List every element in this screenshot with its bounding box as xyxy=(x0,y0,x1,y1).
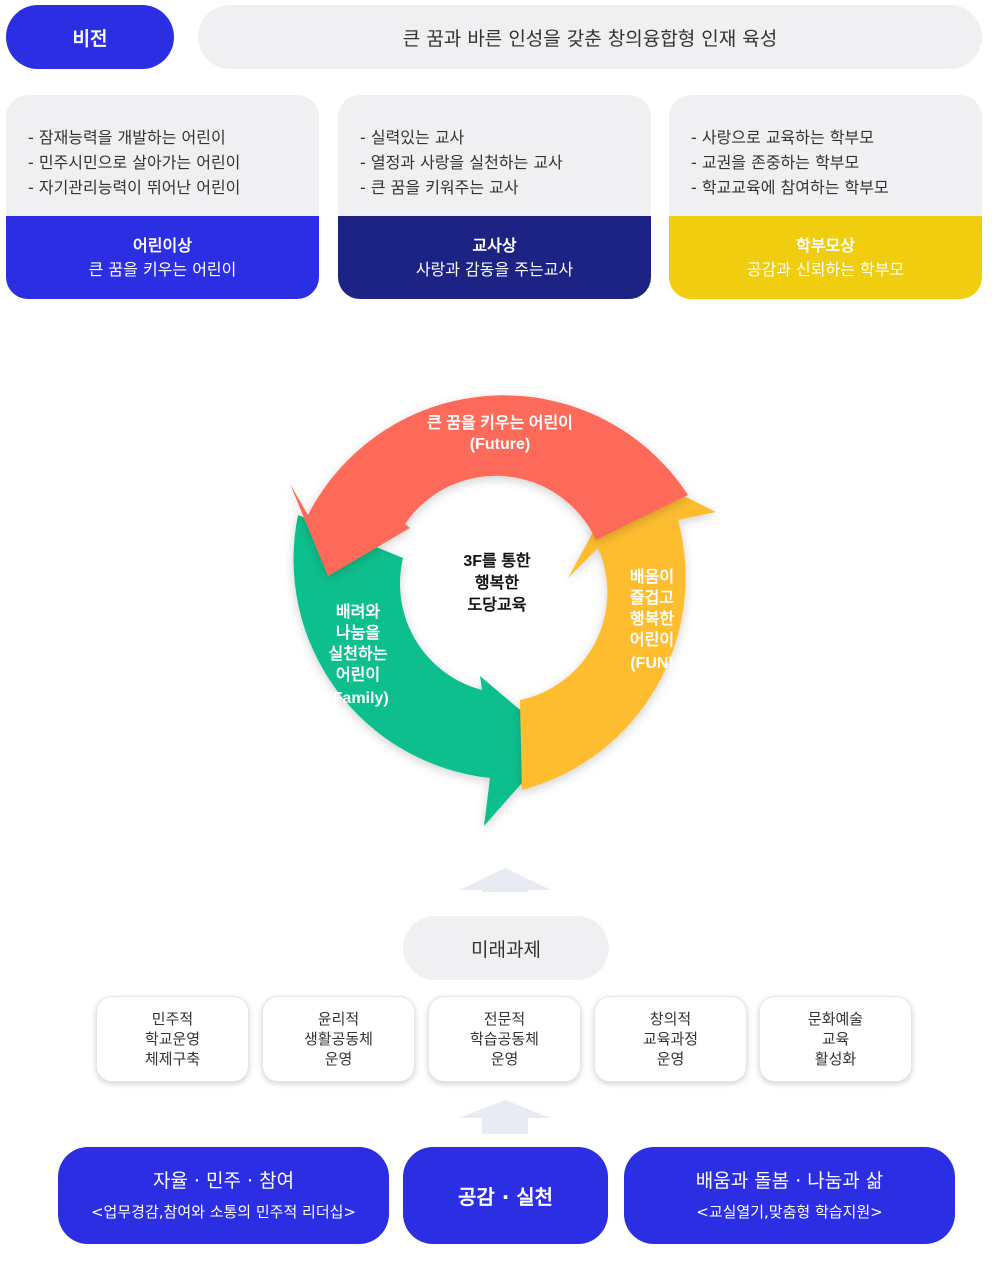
center-label-line: 도당교육 xyxy=(468,596,527,614)
task-line: 전문적 xyxy=(483,1010,526,1028)
family-label-line: (Family) xyxy=(327,690,388,707)
center-label-line: 3F를 통한 xyxy=(463,551,531,570)
task-line: 교육 xyxy=(821,1030,850,1048)
list-item: - 사랑으로 교육하는 학부모 xyxy=(691,128,874,147)
card-student-list: - 잠재능력을 개발하는 어린이 - 민주시민으로 살아가는 어린이 - 자기관… xyxy=(6,95,319,216)
future-label-line: 큰 꿈을 키우는 어린이 xyxy=(427,414,573,432)
list-item: - 큰 꿈을 키워주는 교사 xyxy=(360,178,519,197)
fun-label-line: 행복한 xyxy=(630,609,674,628)
foundation-center-main: 공감 · 실천 xyxy=(457,1185,554,1209)
vision-statement: 큰 꿈과 바른 인성을 갖춘 창의융합형 인재 육성 xyxy=(198,5,982,69)
card-teacher-list: - 실력있는 교사 - 열정과 사랑을 실천하는 교사 - 큰 꿈을 키워주는 … xyxy=(338,95,651,216)
family-label-line: 실천하는 xyxy=(329,645,388,663)
task-card: 전문적 학습공동체 운영 xyxy=(428,996,581,1082)
card-title: 교사상 xyxy=(472,235,517,255)
task-line: 운영 xyxy=(324,1050,353,1068)
card-title: 어린이상 xyxy=(133,235,192,255)
task-line: 운영 xyxy=(656,1050,685,1068)
future-arrow xyxy=(290,395,688,576)
list-item: - 학교교육에 참여하는 학부모 xyxy=(691,178,889,197)
foundation-right: 배움과 돌봄 · 나눔과 삶 <교실열기,맞춤형 학습지원> xyxy=(624,1147,955,1244)
fun-label-line: 즐겁고 xyxy=(630,588,674,607)
cycle-diagram: 큰 꿈을 키우는 어린이 (Future) 배움이 즐겁고 행복한 어린이 (F… xyxy=(290,395,716,826)
center-label-line: 행복한 xyxy=(475,573,519,592)
card-subtitle: 공감과 신뢰하는 학부모 xyxy=(746,259,905,279)
future-label-line: (Future) xyxy=(470,436,530,453)
task-line: 교육과정 xyxy=(642,1030,699,1048)
task-line: 활성화 xyxy=(814,1050,857,1068)
foundation-right-sub: <교실열기,맞춤형 학습지원> xyxy=(696,1202,883,1221)
card-title: 학부모상 xyxy=(796,235,855,255)
foundation-right-main: 배움과 돌봄 · 나눔과 삶 xyxy=(695,1169,884,1192)
list-item: - 잠재능력을 개발하는 어린이 xyxy=(28,128,226,147)
list-item: - 실력있는 교사 xyxy=(360,128,465,147)
up-arrow-icon xyxy=(459,1100,551,1134)
fun-label-line: (FUN) xyxy=(630,655,674,672)
card-teacher: - 실력있는 교사 - 열정과 사랑을 실천하는 교사 - 큰 꿈을 키워주는 … xyxy=(338,95,651,299)
card-student: - 잠재능력을 개발하는 어린이 - 민주시민으로 살아가는 어린이 - 자기관… xyxy=(6,95,319,299)
family-arrow xyxy=(293,515,558,826)
list-item: - 열정과 사랑을 실천하는 교사 xyxy=(360,153,563,172)
vision-label: 비전 xyxy=(6,5,174,69)
fun-arrow xyxy=(520,468,716,790)
foundation-left-sub: <업무경감,참여와 소통의 민주적 리더십> xyxy=(90,1202,356,1221)
fun-label-line: 배움이 xyxy=(630,568,674,586)
card-student-band: 어린이상 큰 꿈을 키우는 어린이 xyxy=(6,216,319,299)
foundation-left-main: 자율 · 민주 · 참여 xyxy=(152,1169,295,1192)
task-line: 운영 xyxy=(490,1050,519,1068)
task-line: 생활공동체 xyxy=(303,1030,373,1048)
family-label-line: 나눔을 xyxy=(336,624,380,642)
card-parent: - 사랑으로 교육하는 학부모 - 교권을 존중하는 학부모 - 학교교육에 참… xyxy=(669,95,982,299)
card-teacher-band: 교사상 사랑과 감동을 주는교사 xyxy=(338,216,651,299)
card-subtitle: 사랑과 감동을 주는교사 xyxy=(415,259,574,279)
family-label-line: 어린이 xyxy=(336,666,380,684)
task-line: 문화예술 xyxy=(807,1010,864,1028)
task-card: 문화예술 교육 활성화 xyxy=(759,996,912,1082)
task-card: 창의적 교육과정 운영 xyxy=(594,996,747,1082)
list-item: - 자기관리능력이 뛰어난 어린이 xyxy=(28,178,241,197)
task-line: 학교운영 xyxy=(144,1030,201,1048)
list-item: - 교권을 존중하는 학부모 xyxy=(691,153,860,172)
task-card: 민주적 학교운영 체제구축 xyxy=(96,996,249,1082)
fun-label-line: 어린이 xyxy=(630,631,674,649)
task-line: 창의적 xyxy=(649,1010,692,1028)
task-card: 윤리적 생활공동체 운영 xyxy=(262,996,415,1082)
task-line: 학습공동체 xyxy=(469,1030,539,1048)
task-line: 민주적 xyxy=(151,1010,194,1028)
future-tasks-label: 미래과제 xyxy=(403,916,609,980)
card-parent-band: 학부모상 공감과 신뢰하는 학부모 xyxy=(669,216,982,299)
task-line: 윤리적 xyxy=(317,1010,360,1028)
list-item: - 민주시민으로 살아가는 어린이 xyxy=(28,153,241,172)
family-label-line: 배려와 xyxy=(336,603,380,621)
card-subtitle: 큰 꿈을 키우는 어린이 xyxy=(88,259,237,279)
card-parent-list: - 사랑으로 교육하는 학부모 - 교권을 존중하는 학부모 - 학교교육에 참… xyxy=(669,95,982,216)
foundation-left: 자율 · 민주 · 참여 <업무경감,참여와 소통의 민주적 리더십> xyxy=(58,1147,389,1244)
task-line: 체제구축 xyxy=(144,1050,201,1068)
up-arrow-icon xyxy=(459,868,551,892)
foundation-center: 공감 · 실천 xyxy=(403,1147,608,1244)
